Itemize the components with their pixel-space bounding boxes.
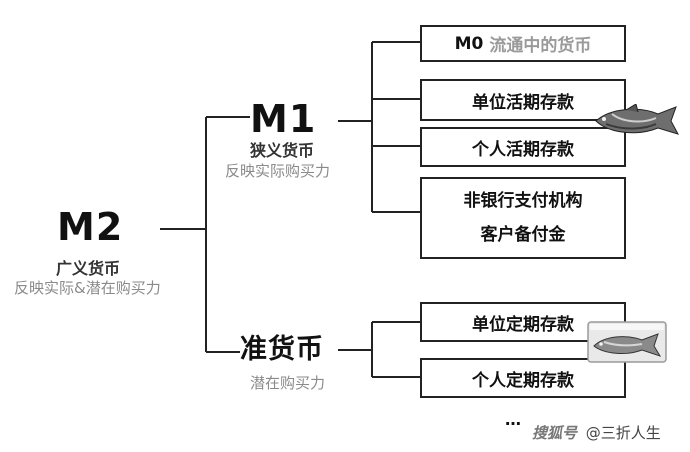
m2-label: 广义货币	[56, 259, 121, 278]
m2-title: M2	[57, 205, 124, 249]
fish-in-tank-icon	[587, 321, 667, 363]
quasi-title: 准货币	[240, 334, 324, 365]
m1-label: 狭义货币	[250, 141, 315, 160]
fish-icon	[595, 104, 680, 135]
personal-time-deposit-label: 个人定期存款	[472, 370, 574, 391]
nonbank-reserve-line1: 非银行支付机构	[463, 191, 583, 211]
m2-description: 反映实际&潜在购买力	[14, 279, 161, 297]
ellipsis-text: …	[505, 410, 522, 429]
unit-time-deposit-label: 单位定期存款	[472, 314, 574, 335]
m0-text: 流通中的货币	[489, 36, 592, 56]
nonbank-reserve-box: 非银行支付机构 客户备付金	[420, 177, 626, 259]
m1-title: M1	[250, 97, 317, 141]
personal-demand-deposit-label: 个人活期存款	[472, 139, 574, 160]
unit-demand-deposit-label: 单位活期存款	[472, 92, 574, 113]
nonbank-reserve-line2: 客户备付金	[480, 225, 566, 245]
watermark-logo: 搜狐号	[532, 424, 578, 442]
watermark-author: @三折人生	[585, 424, 661, 442]
m1-description: 反映实际购买力	[225, 162, 331, 180]
personal-demand-deposit-box: 个人活期存款	[420, 127, 626, 167]
quasi-description: 潜在购买力	[250, 374, 326, 392]
m0-code: M0	[454, 33, 484, 54]
watermark: 搜狐号 @三折人生	[532, 422, 661, 443]
m0-box: M0 流通中的货币	[420, 25, 626, 62]
unit-demand-deposit-box: 单位活期存款	[420, 79, 626, 121]
personal-time-deposit-box: 个人定期存款	[420, 358, 626, 398]
